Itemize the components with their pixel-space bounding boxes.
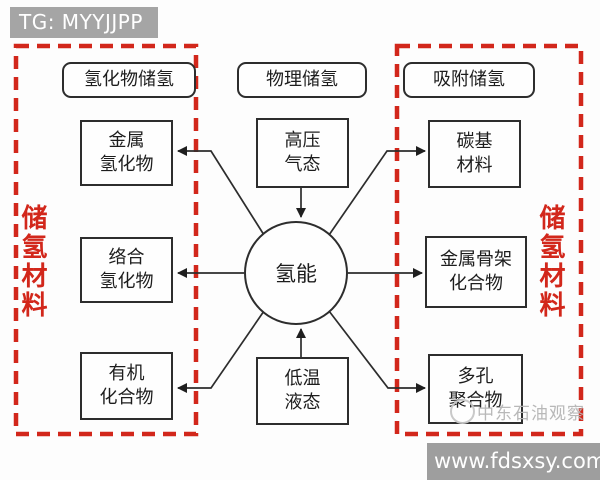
- watermark-logo-icon: [450, 399, 475, 424]
- side-label-storage-materials-right: 储氢材料: [535, 204, 565, 320]
- arrow-center-to-organic-compound: [177, 310, 265, 393]
- side-label-storage-materials-left: 储氢材料: [17, 204, 47, 320]
- footer-url-text: www.fdsxsy.com: [434, 449, 600, 473]
- node-cryogenic-liquid-label: 低温 液态: [284, 367, 321, 413]
- watermark: 中东石油观察: [450, 399, 585, 424]
- tg-banner-label: TG: MYYJJPP: [19, 10, 143, 34]
- tg-banner: TG: MYYJJPP: [10, 7, 158, 38]
- node-organic-compound-label: 有机 化合物: [99, 362, 154, 408]
- node-metal-hydride: 金属 氢化物: [80, 120, 173, 186]
- node-carbon-material: 碳基 材料: [428, 120, 521, 188]
- node-metal-framework-compound-label: 金属骨架 化合物: [440, 248, 512, 294]
- header-adsorption-storage-label: 吸附储氢: [433, 68, 505, 90]
- node-hydrogen-energy: 氢能: [244, 221, 348, 325]
- header-physical-storage-label: 物理储氢: [266, 68, 338, 90]
- hydride-group-dashed-frame: [13, 43, 199, 437]
- node-metal-hydride-label: 金属 氢化物: [99, 129, 154, 175]
- arrow-center-to-carbon-material: [328, 146, 426, 236]
- watermark-text: 中东石油观察: [477, 404, 585, 424]
- node-carbon-material-label: 碳基 材料: [456, 130, 493, 176]
- node-organic-compound: 有机 化合物: [80, 352, 173, 420]
- node-high-pressure-gas-label: 高压 气态: [284, 129, 321, 175]
- arrow-center-to-metal-hydride: [177, 146, 265, 236]
- header-hydride-storage-label: 氢化物储氢: [84, 68, 174, 90]
- header-physical-storage: 物理储氢: [237, 62, 367, 98]
- node-hydrogen-energy-label: 氢能: [275, 262, 317, 286]
- adsorption-group-dashed-frame: [394, 43, 584, 437]
- node-metal-framework-compound: 金属骨架 化合物: [425, 236, 527, 308]
- arrow-center-to-porous-polymer: [328, 310, 426, 393]
- node-complex-hydride-label: 络合 氢化物: [99, 246, 154, 292]
- node-porous-polymer-label: 多孔 聚合物: [448, 365, 503, 411]
- header-adsorption-storage: 吸附储氢: [403, 62, 535, 98]
- node-high-pressure-gas: 高压 气态: [256, 118, 349, 188]
- node-porous-polymer: 多孔 聚合物: [428, 354, 523, 424]
- footer-url-banner: www.fdsxsy.com: [427, 443, 600, 480]
- node-cryogenic-liquid: 低温 液态: [256, 357, 349, 425]
- header-hydride-storage: 氢化物储氢: [62, 62, 196, 98]
- node-complex-hydride: 络合 氢化物: [80, 237, 173, 303]
